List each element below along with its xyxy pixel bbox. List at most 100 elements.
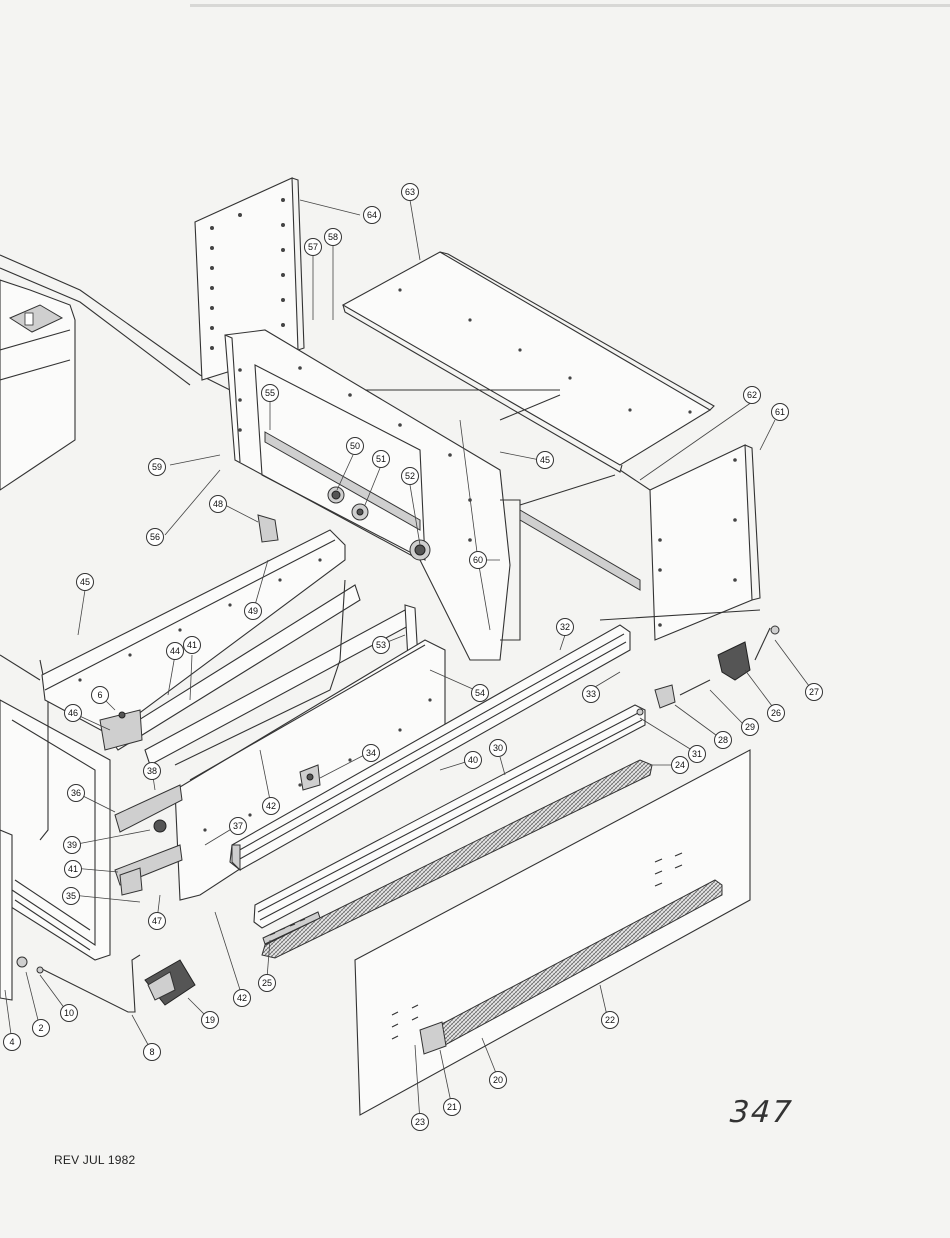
callout-52[interactable]: 52 (402, 468, 419, 485)
callout-23[interactable]: 23 (412, 1114, 429, 1131)
callout-8[interactable]: 8 (144, 1044, 161, 1061)
svg-text:42: 42 (237, 993, 247, 1003)
svg-text:28: 28 (718, 735, 728, 745)
svg-text:49: 49 (248, 606, 258, 616)
callout-57[interactable]: 57 (305, 239, 322, 256)
svg-text:51: 51 (376, 454, 386, 464)
page-number: 347 (729, 1095, 795, 1130)
callout-34[interactable]: 34 (363, 745, 380, 762)
callout-32[interactable]: 32 (557, 619, 574, 636)
callout-38[interactable]: 38 (144, 763, 161, 780)
callout-45-lower[interactable]: 45 (77, 574, 94, 591)
callout-28[interactable]: 28 (715, 732, 732, 749)
svg-text:42: 42 (266, 801, 276, 811)
callout-51[interactable]: 51 (373, 451, 390, 468)
callout-22[interactable]: 22 (602, 1012, 619, 1029)
svg-text:44: 44 (170, 646, 180, 656)
svg-text:60: 60 (473, 555, 483, 565)
callout-4[interactable]: 4 (4, 1034, 21, 1051)
svg-text:47: 47 (152, 916, 162, 926)
svg-text:41: 41 (187, 640, 197, 650)
svg-text:20: 20 (493, 1075, 503, 1085)
svg-text:64: 64 (367, 210, 377, 220)
callout-21[interactable]: 21 (444, 1099, 461, 1116)
callout-41-lower[interactable]: 41 (65, 861, 82, 878)
svg-text:61: 61 (775, 407, 785, 417)
svg-text:8: 8 (149, 1047, 154, 1057)
callout-31[interactable]: 31 (689, 746, 706, 763)
callout-48[interactable]: 48 (210, 496, 227, 513)
callout-36[interactable]: 36 (68, 785, 85, 802)
callout-40[interactable]: 40 (465, 752, 482, 769)
callout-10[interactable]: 10 (61, 1005, 78, 1022)
callout-44[interactable]: 44 (167, 643, 184, 660)
callout-54[interactable]: 54 (472, 685, 489, 702)
svg-text:23: 23 (415, 1117, 425, 1127)
callout-33[interactable]: 33 (583, 686, 600, 703)
svg-text:40: 40 (468, 755, 478, 765)
svg-text:59: 59 (152, 462, 162, 472)
callout-42-lower[interactable]: 42 (234, 990, 251, 1007)
svg-text:37: 37 (233, 821, 243, 831)
svg-text:26: 26 (771, 708, 781, 718)
svg-text:27: 27 (809, 687, 819, 697)
callout-37[interactable]: 37 (230, 818, 247, 835)
callout-2[interactable]: 2 (33, 1020, 50, 1037)
svg-text:34: 34 (366, 748, 376, 758)
callout-6[interactable]: 6 (92, 687, 109, 704)
svg-text:6: 6 (97, 690, 102, 700)
callout-63[interactable]: 63 (402, 184, 419, 201)
svg-text:31: 31 (692, 749, 702, 759)
svg-text:38: 38 (147, 766, 157, 776)
callout-27[interactable]: 27 (806, 684, 823, 701)
svg-text:29: 29 (745, 722, 755, 732)
svg-text:55: 55 (265, 388, 275, 398)
callout-59[interactable]: 59 (149, 459, 166, 476)
rod-8 (40, 955, 140, 1012)
callout-55[interactable]: 55 (262, 385, 279, 402)
scan-edge (190, 4, 950, 7)
hinge-hardware (637, 626, 779, 715)
callout-61[interactable]: 61 (772, 404, 789, 421)
svg-text:45: 45 (540, 455, 550, 465)
callout-25[interactable]: 25 (259, 975, 276, 992)
svg-text:2: 2 (38, 1023, 43, 1033)
side-panel-61 (620, 445, 760, 640)
svg-text:57: 57 (308, 242, 318, 252)
svg-text:22: 22 (605, 1015, 615, 1025)
svg-text:35: 35 (66, 891, 76, 901)
svg-text:24: 24 (675, 760, 685, 770)
callout-35[interactable]: 35 (63, 888, 80, 905)
callout-62[interactable]: 62 (744, 387, 761, 404)
callout-45-upper[interactable]: 45 (537, 452, 554, 469)
callout-60[interactable]: 60 (470, 552, 487, 569)
callout-58[interactable]: 58 (325, 229, 342, 246)
svg-text:52: 52 (405, 471, 415, 481)
callout-50[interactable]: 50 (347, 438, 364, 455)
callout-29[interactable]: 29 (742, 719, 759, 736)
svg-text:53: 53 (376, 640, 386, 650)
svg-text:21: 21 (447, 1102, 457, 1112)
svg-text:36: 36 (71, 788, 81, 798)
svg-text:63: 63 (405, 187, 415, 197)
svg-text:25: 25 (262, 978, 272, 988)
callout-39[interactable]: 39 (64, 837, 81, 854)
callout-24[interactable]: 24 (672, 757, 689, 774)
callout-42-upper[interactable]: 42 (263, 798, 280, 815)
callout-20[interactable]: 20 (490, 1072, 507, 1089)
callout-56[interactable]: 56 (147, 529, 164, 546)
callout-49[interactable]: 49 (245, 603, 262, 620)
svg-text:10: 10 (64, 1008, 74, 1018)
callout-19[interactable]: 19 (202, 1012, 219, 1029)
callout-64[interactable]: 64 (364, 207, 381, 224)
callout-47[interactable]: 47 (149, 913, 166, 930)
callout-46[interactable]: 46 (65, 705, 82, 722)
svg-text:48: 48 (213, 499, 223, 509)
handle-19 (145, 960, 195, 1005)
callout-41-upper[interactable]: 41 (184, 637, 201, 654)
callout-53[interactable]: 53 (373, 637, 390, 654)
callout-30[interactable]: 30 (490, 740, 507, 757)
callout-26[interactable]: 26 (768, 705, 785, 722)
